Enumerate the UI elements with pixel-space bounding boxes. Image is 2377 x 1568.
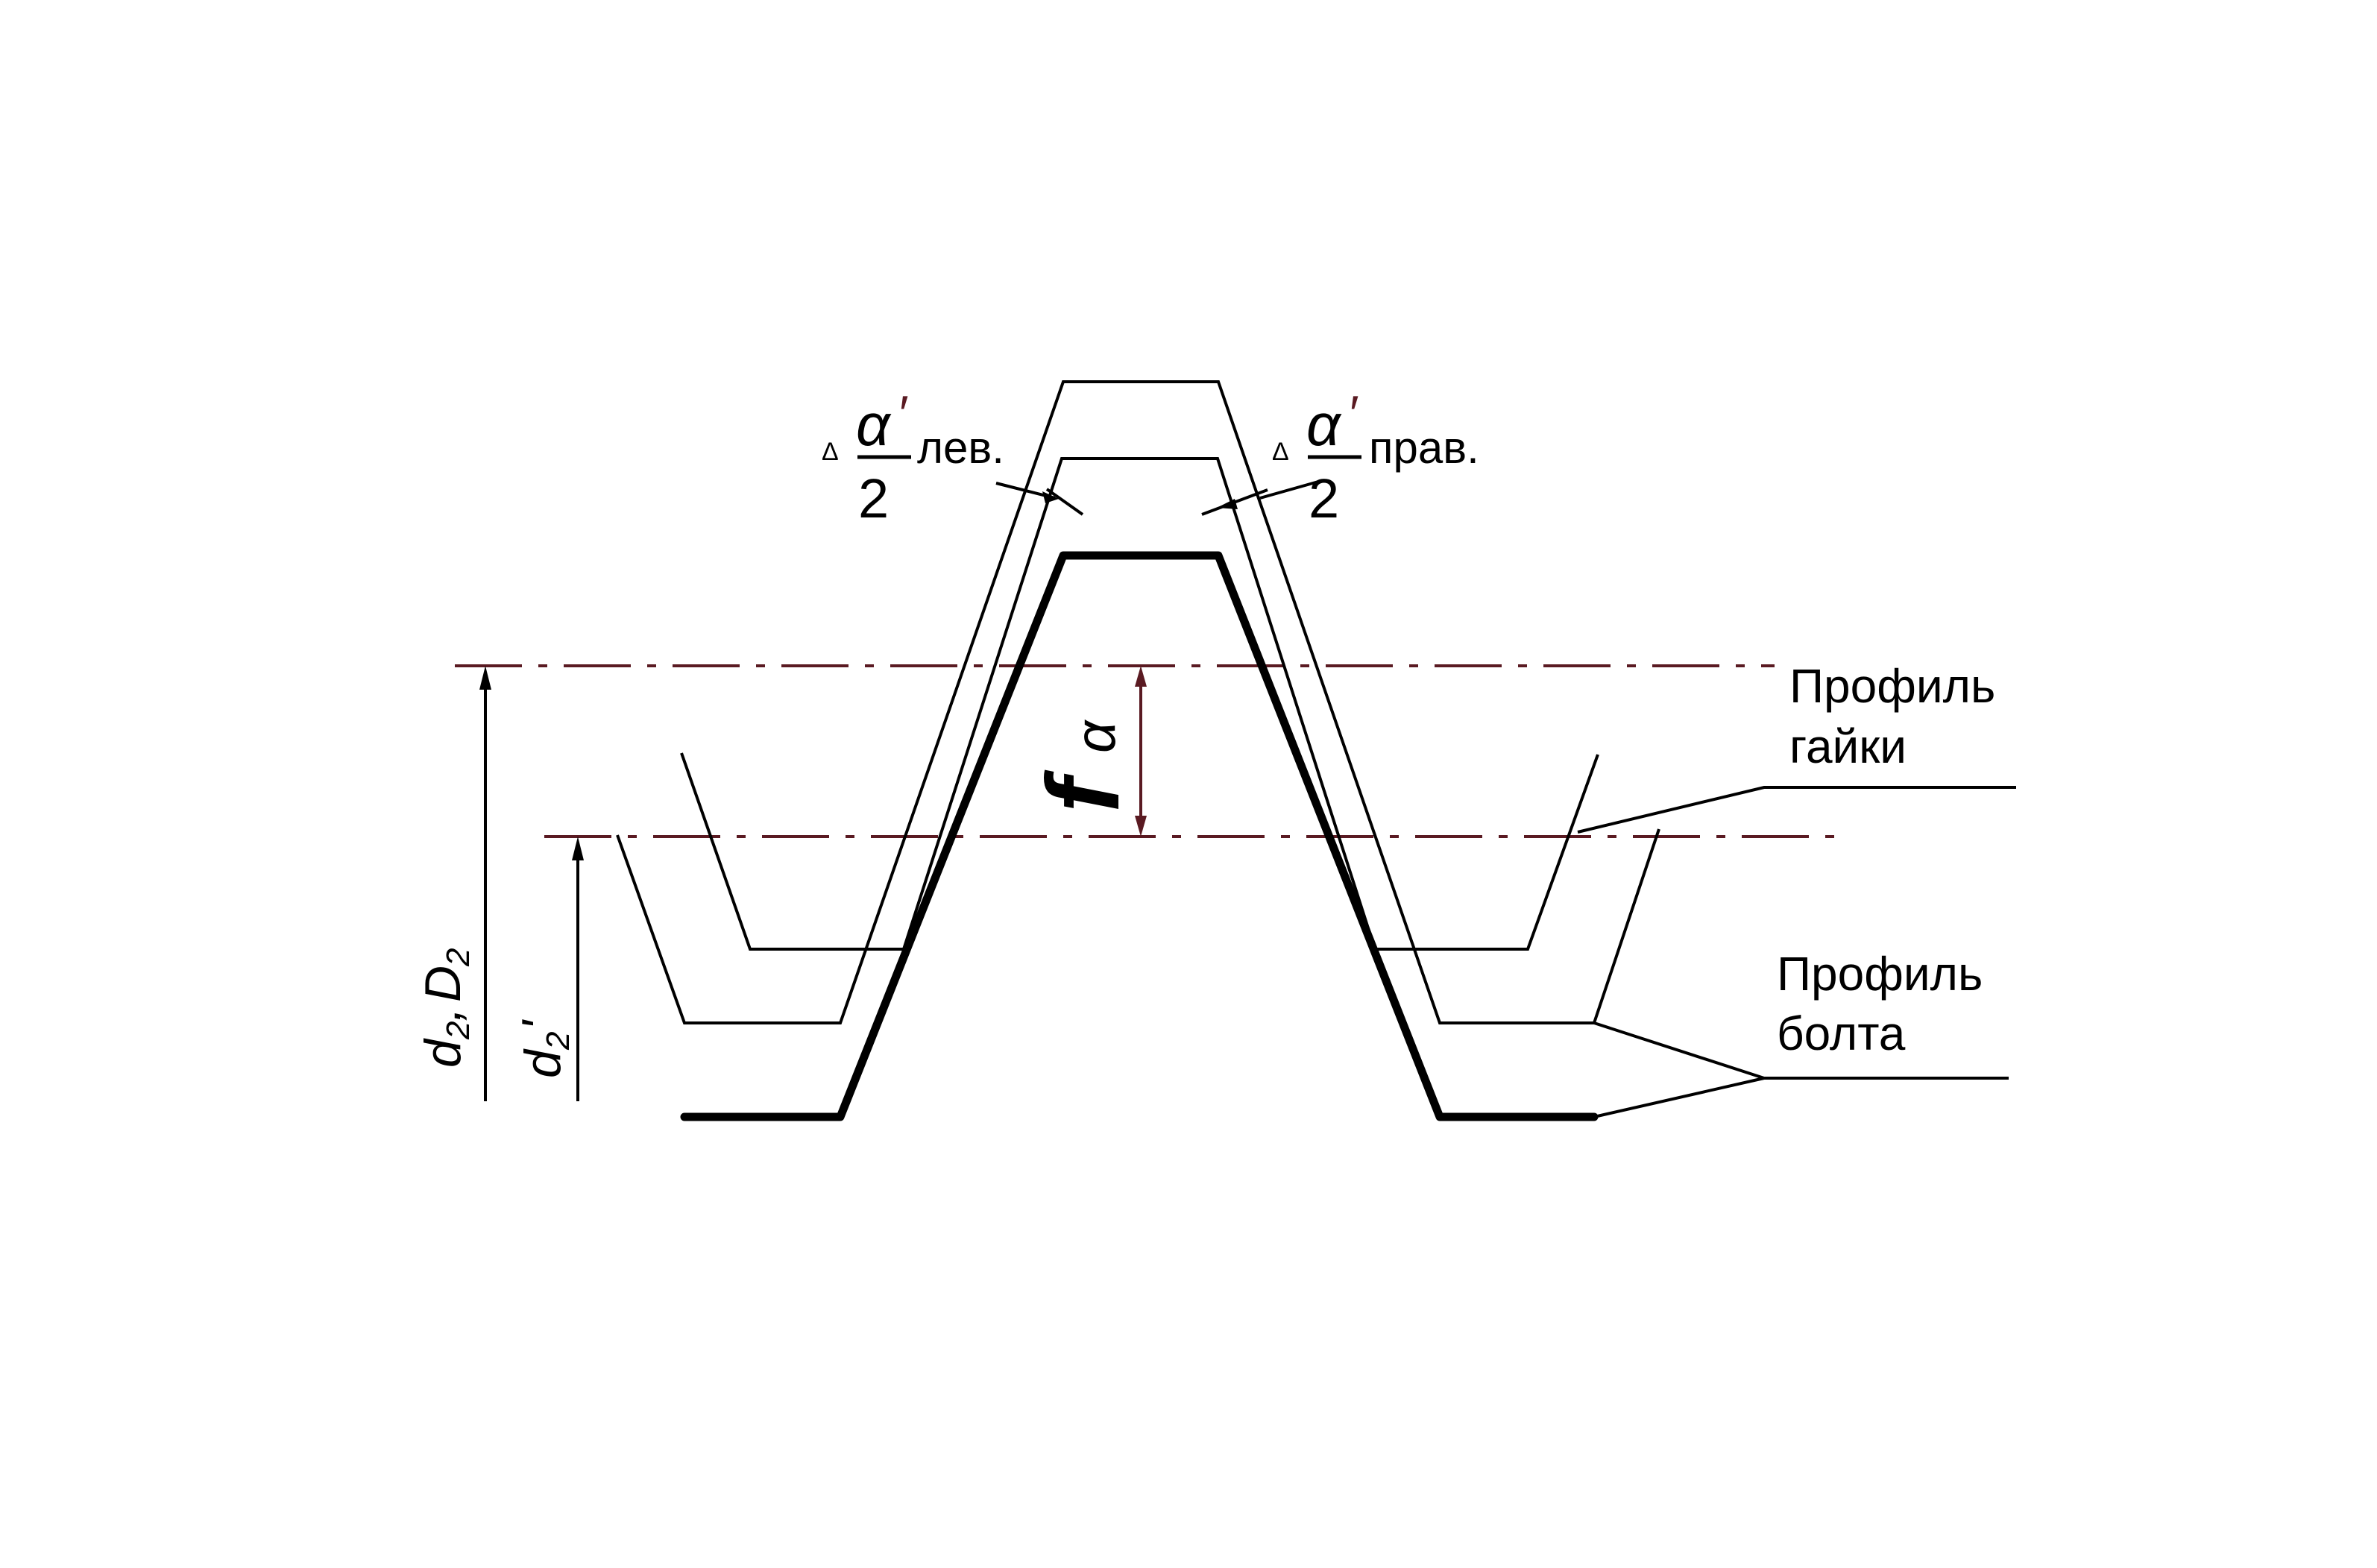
bolt-profile-leader-to-middle [1593, 1021, 1765, 1080]
left-angle-denominator: 2 [858, 467, 889, 529]
d2-prime-prime: ' [511, 1019, 568, 1030]
left-angle-leader-2 [1045, 488, 1084, 516]
left-angle-deviation-label: Δ α ′ 2 лев. [822, 385, 1004, 529]
right-angle-deviation-label: Δ α ′ 2 прав. [1272, 385, 1479, 529]
d2-D2-d: d [415, 1038, 471, 1068]
nut-profile-label-line1: Профиль [1789, 659, 1995, 713]
right-angle-suffix: прав. [1369, 423, 1479, 473]
f-alpha-label: f α [1026, 719, 1141, 813]
left-angle-delta: Δ [822, 438, 839, 466]
nut-profile-leader [1577, 786, 2016, 834]
f-alpha-arrow-bottom [1135, 816, 1147, 837]
left-angle-alpha: α [856, 391, 892, 458]
bolt-profile-label-line2: болта [1777, 1007, 1906, 1060]
d2-prime-sub: 2 [540, 1032, 576, 1051]
d2-prime-label: d 2 ' [511, 1019, 576, 1078]
d2-D2-comma: , [415, 1007, 471, 1021]
bolt-profile-label-line1: Профиль [1777, 947, 1983, 1001]
d2-D2-sub2: 2 [440, 948, 476, 967]
right-angle-leader-1 [1259, 480, 1319, 500]
right-angle-delta: Δ [1272, 438, 1289, 466]
right-angle-denominator: 2 [1309, 467, 1339, 529]
right-angle-prime: ′ [1350, 385, 1359, 442]
f-alpha-alpha: α [1064, 719, 1127, 753]
d2-prime-arrow [572, 837, 584, 860]
d2-D2-arrow [479, 666, 491, 690]
nut-profile-outer [616, 380, 1660, 1024]
bolt-profile-leader-to-bolt [1593, 1077, 1765, 1118]
left-angle-arrow [1042, 491, 1059, 503]
d2-D2-label: d 2 , D 2 [415, 948, 476, 1068]
d2-D2-D: D [415, 966, 471, 1002]
f-alpha-f: f [1026, 769, 1141, 813]
bolt-profile [680, 551, 1599, 1121]
f-alpha-arrow-top [1135, 666, 1147, 687]
right-angle-alpha: α [1306, 391, 1342, 458]
nut-profile-label-line2: гайки [1789, 720, 1907, 773]
d2-D2-sub1: 2 [440, 1021, 476, 1040]
left-angle-prime: ′ [899, 385, 909, 442]
nut-profile-middle [680, 457, 1599, 951]
right-angle-arrow [1217, 499, 1238, 509]
left-angle-suffix: лев. [917, 423, 1004, 473]
d2-prime-d: d [514, 1048, 571, 1078]
